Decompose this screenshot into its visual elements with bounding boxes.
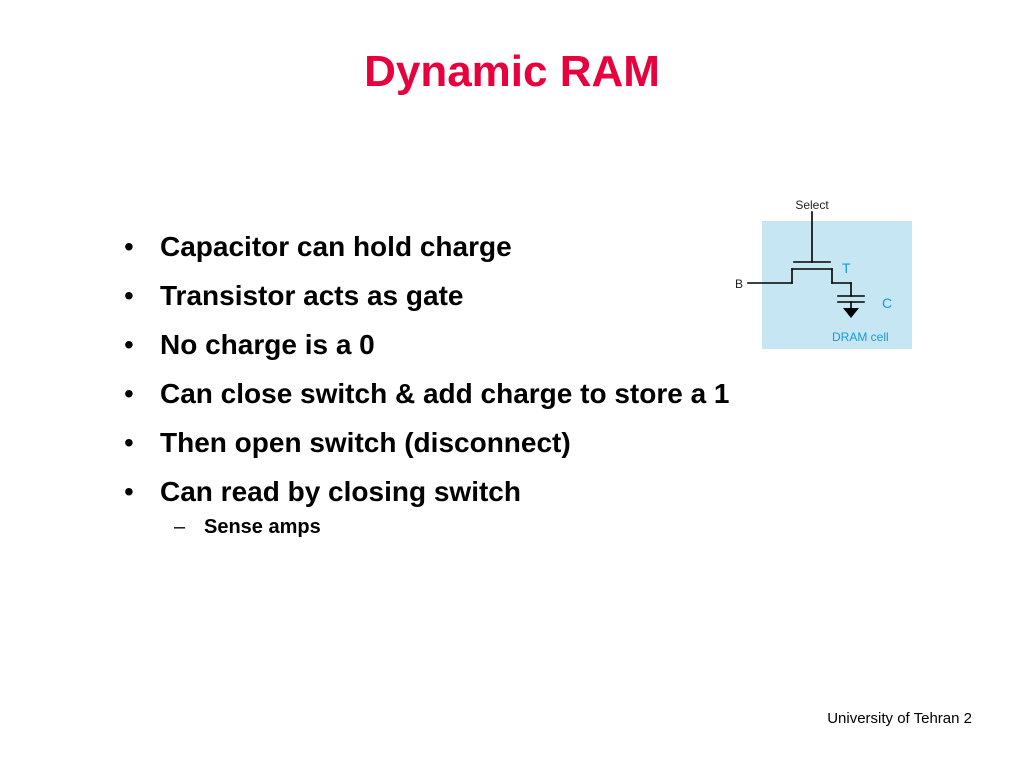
bit-line-label: B (735, 277, 743, 291)
bullet-list: • Capacitor can hold charge • Transistor… (120, 222, 730, 542)
bullet-item: • Can read by closing switch – Sense amp… (120, 467, 730, 542)
bullet-item: • Transistor acts as gate (120, 271, 730, 320)
circuit-wires (747, 211, 865, 309)
bullet-text: Capacitor can hold charge (160, 231, 512, 262)
diagram-caption: DRAM cell (832, 330, 889, 344)
bullet-text: Can read by closing switch (160, 476, 521, 507)
bullet-text: Transistor acts as gate (160, 280, 464, 311)
caption-dram: DRAM (832, 330, 867, 344)
caption-cell: cell (867, 330, 888, 344)
bullet-text: Then open switch (disconnect) (160, 427, 571, 458)
diagram-background (762, 221, 912, 349)
bullet-item: • Then open switch (disconnect) (120, 418, 730, 467)
sub-bullet-text: Sense amps (204, 516, 321, 538)
capacitor-label: C (882, 295, 892, 311)
sub-bullet-marker: – (174, 516, 186, 538)
bullet-marker: • (124, 280, 134, 311)
bullet-marker: • (124, 231, 134, 262)
sub-bullet-list: – Sense amps (160, 512, 730, 542)
bullet-marker: • (124, 476, 134, 507)
dram-cell-diagram: Select B T C DRAM cell (735, 198, 912, 349)
select-label: Select (795, 198, 829, 212)
slide-footer: University of Tehran 2 (827, 710, 972, 727)
transistor-label: T (842, 260, 851, 276)
bullet-item: • Can close switch & add charge to store… (120, 369, 730, 418)
slide-title: Dynamic RAM (364, 47, 660, 96)
bullet-marker: • (124, 329, 134, 360)
ground-icon (843, 308, 859, 318)
bullet-item: • Capacitor can hold charge (120, 222, 730, 271)
sub-bullet-item: – Sense amps (160, 512, 730, 542)
bullet-text: No charge is a 0 (160, 329, 375, 360)
bullet-text: Can close switch & add charge to store a… (160, 378, 730, 409)
bullet-marker: • (124, 427, 134, 458)
bullet-item: • No charge is a 0 (120, 320, 730, 369)
bullet-marker: • (124, 378, 134, 409)
